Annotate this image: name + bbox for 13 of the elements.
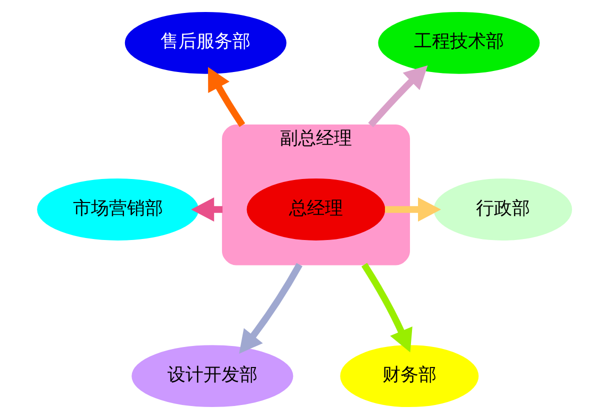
arrow: [208, 66, 246, 127]
node-ellipse: 市场营销部: [37, 178, 199, 240]
node-ellipse: 总经理: [246, 178, 386, 240]
node-ellipse: 财务部: [340, 345, 479, 408]
node-ellipse: 工程技术部: [378, 12, 540, 74]
arrow: [191, 197, 223, 222]
arrow: [384, 197, 442, 222]
node-ellipse: 设计开发部: [132, 345, 294, 408]
node-ellipse: 行政部: [434, 178, 572, 240]
arrow: [239, 263, 302, 354]
arrow: [361, 262, 412, 352]
node-ellipse: 售后服务部: [124, 12, 286, 74]
arrow: [368, 65, 428, 128]
